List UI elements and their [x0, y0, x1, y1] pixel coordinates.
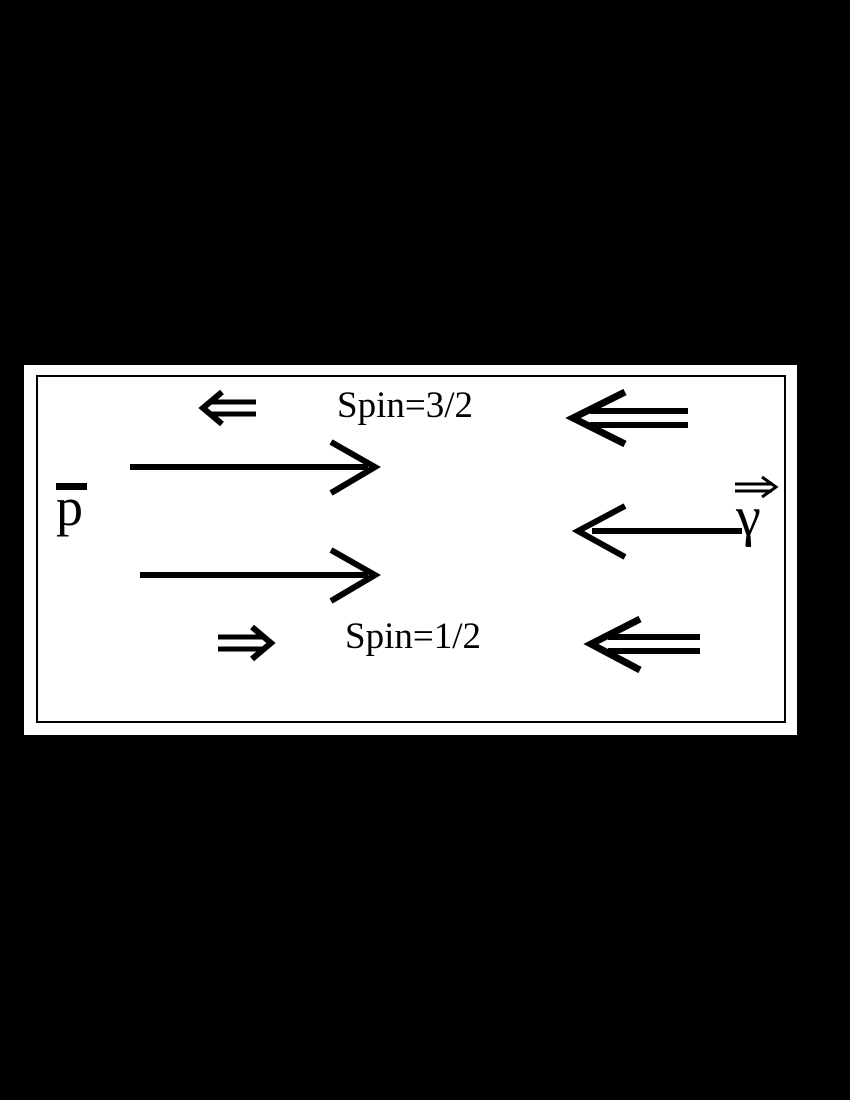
spin-label-bottom: Spin=1/2 [345, 616, 482, 657]
photon-symbol: γ [736, 486, 761, 548]
photon-label: γ [736, 489, 761, 545]
figure-inner-frame [36, 375, 786, 723]
antiproton-overbar [56, 483, 87, 490]
spin-label-top: Spin=3/2 [337, 385, 474, 426]
